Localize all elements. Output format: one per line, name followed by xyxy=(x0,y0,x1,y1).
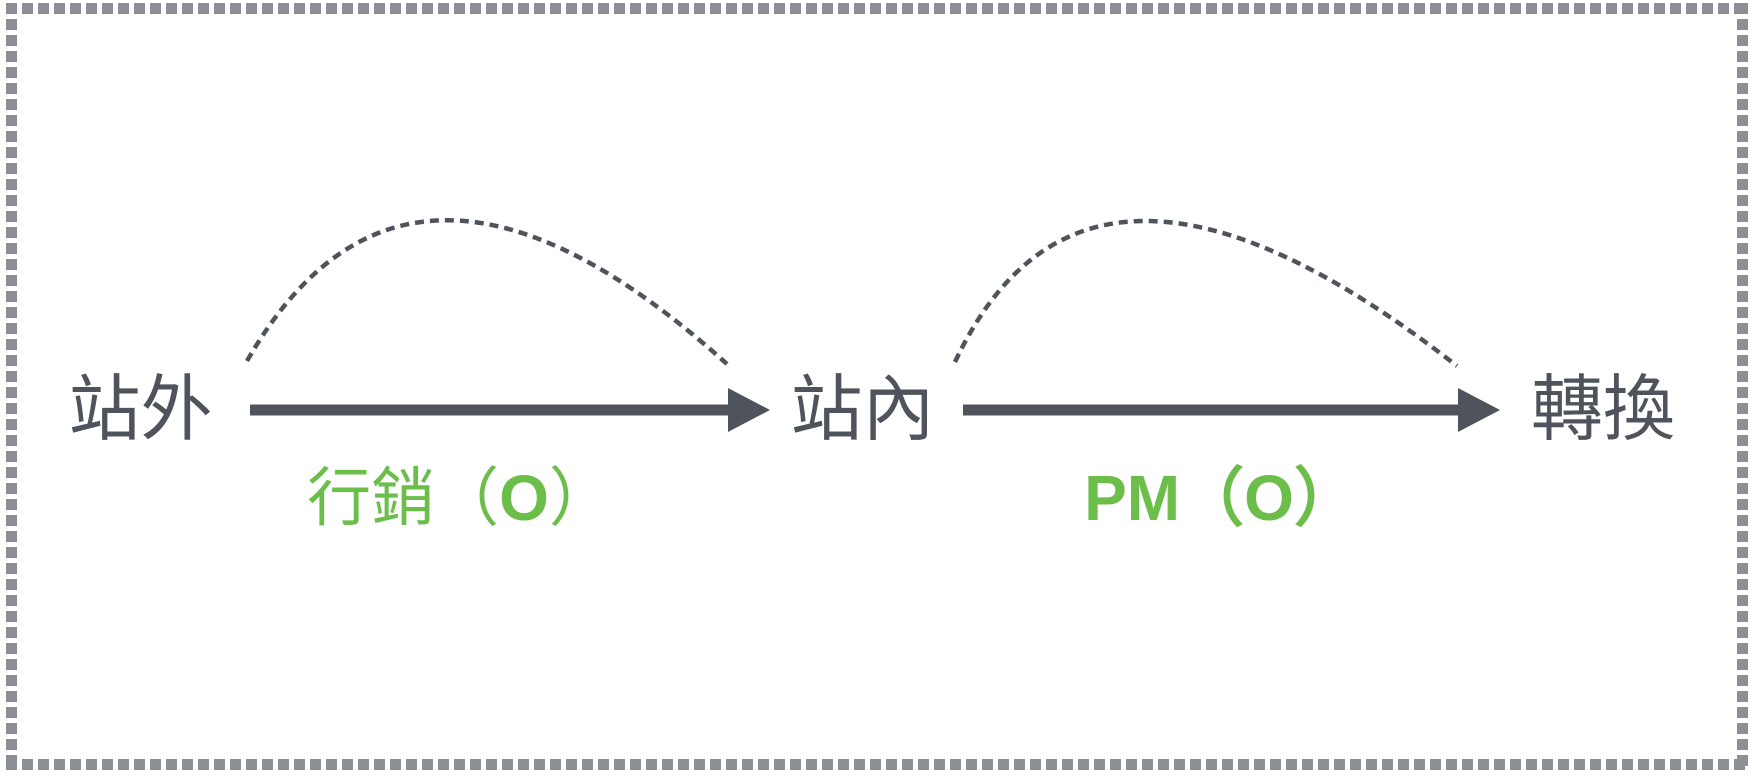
edge-label-marketing-o: O xyxy=(499,462,549,534)
dashed-arc-onsite-to-conversion xyxy=(952,218,1459,368)
dotted-border-top xyxy=(6,3,1748,14)
arrowhead-icon xyxy=(728,388,770,432)
edge-label-marketing-prefix: 行銷（ xyxy=(307,462,500,534)
dotted-border-left xyxy=(6,3,17,770)
dotted-border-bottom xyxy=(6,759,1748,770)
node-conversion: 轉換 xyxy=(1530,370,1675,450)
arrow-onsite-to-conversion xyxy=(963,388,1500,432)
dashed-arc-offsite-to-onsite xyxy=(245,218,729,366)
arrow-offsite-to-onsite xyxy=(250,388,770,432)
edge-label-marketing: 行銷（O） xyxy=(260,462,660,534)
node-onsite: 站內 xyxy=(790,370,935,450)
edge-label-pm: PM（O） xyxy=(1084,462,1358,534)
node-offsite: 站外 xyxy=(68,370,213,450)
edge-label-marketing-suffix: ） xyxy=(548,462,613,534)
dotted-border-right xyxy=(1737,3,1748,770)
arrowhead-icon xyxy=(1458,388,1500,432)
